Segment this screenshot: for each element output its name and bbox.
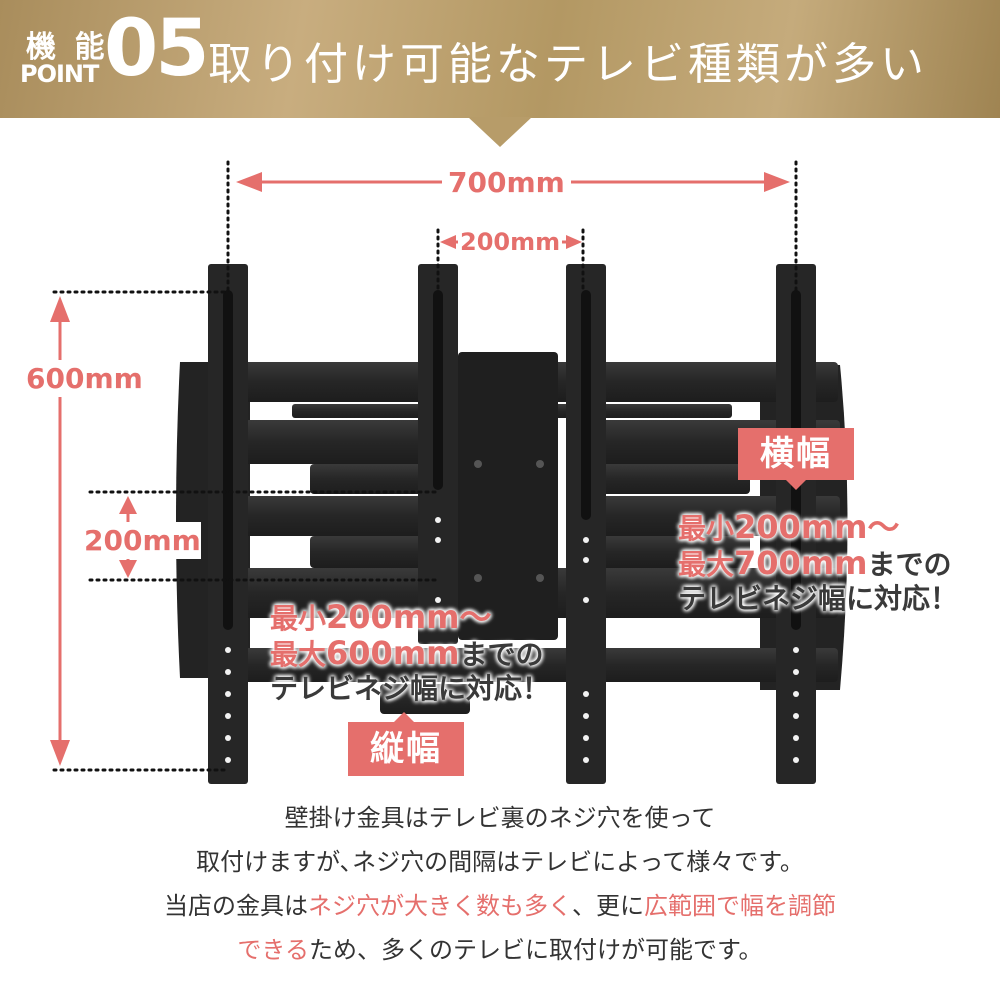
vertical-tag-pointer bbox=[394, 712, 414, 722]
horizontal-width-tag: 横幅 bbox=[738, 428, 854, 480]
horizontal-min-value: 200mm〜 bbox=[734, 508, 900, 546]
dimension-guides bbox=[52, 160, 798, 772]
description-highlight-can: できる bbox=[237, 936, 309, 964]
description-line-3: 当店の金具はネジ穴が大きく数も多く、更に広範囲で幅を調節 bbox=[0, 884, 1000, 928]
vertical-width-tag: 縦幅 bbox=[348, 722, 464, 776]
horizontal-max-value: 700mm bbox=[734, 544, 868, 582]
dimension-total-width: 700mm bbox=[442, 166, 571, 199]
vertical-min-prefix: 最小 bbox=[270, 602, 327, 635]
description: 壁掛け金具はテレビ裏のネジ穴を使って 取付けますが､ネジ穴の間隔はテレビによって… bbox=[0, 796, 1000, 972]
upright-screw-holes bbox=[225, 517, 799, 763]
point-label: POINT bbox=[20, 60, 99, 88]
description-line-1: 壁掛け金具はテレビ裏のネジ穴を使って bbox=[284, 804, 716, 832]
description-highlight-adjust: 広範囲で幅を調節 bbox=[644, 892, 836, 920]
dimension-pitch-height: 200mm bbox=[84, 522, 201, 559]
banner-pointer bbox=[468, 117, 532, 147]
dimension-total-height: 600mm bbox=[26, 360, 143, 397]
horizontal-max-prefix: 最大 bbox=[678, 548, 735, 581]
dimension-pitch-width: 200mm bbox=[458, 228, 563, 256]
horizontal-tag-pointer bbox=[786, 480, 806, 490]
vertical-max-value: 600mm bbox=[326, 634, 460, 672]
description-highlight-holes: ネジ穴が大きく数も多く bbox=[308, 892, 572, 920]
description-line-4b: ため、多くのテレビに取付けが可能です。 bbox=[308, 936, 763, 964]
description-line-4: できるため、多くのテレビに取付けが可能です。 bbox=[0, 928, 1000, 972]
description-line-2: 取付けますが､ネジ穴の間隔はテレビによって様々です。 bbox=[196, 848, 804, 876]
vertical-max-suffix: までの bbox=[459, 638, 544, 671]
horizontal-callout-line3: テレビネジ幅に対応！ bbox=[678, 582, 959, 615]
vertical-min-value: 200mm〜 bbox=[326, 598, 492, 636]
center-mount-plate bbox=[458, 352, 558, 640]
vertical-max-prefix: 最大 bbox=[270, 638, 327, 671]
vertical-callout-line3: テレビネジ幅に対応！ bbox=[270, 672, 551, 705]
header-banner: 機 能 POINT 05 取り付け可能なテレビ種類が多い bbox=[0, 0, 1000, 118]
horizontal-min-prefix: 最小 bbox=[678, 512, 735, 545]
horizontal-max-suffix: までの bbox=[867, 548, 952, 581]
feature-label: 機 能 bbox=[26, 30, 109, 65]
vertical-width-callout: 最小200mm〜 最大600mmまでの テレビネジ幅に対応！ bbox=[270, 600, 550, 706]
vertical-uprights bbox=[208, 264, 816, 784]
point-number: 05 bbox=[104, 4, 210, 94]
horizontal-width-callout: 最小200mm〜 最大700mmまでの テレビネジ幅に対応！ bbox=[678, 510, 958, 616]
description-line-3a: 当店の金具は bbox=[164, 892, 308, 920]
description-line-3c: 、更に bbox=[572, 892, 644, 920]
banner-title: 取り付け可能なテレビ種類が多い bbox=[208, 39, 928, 90]
